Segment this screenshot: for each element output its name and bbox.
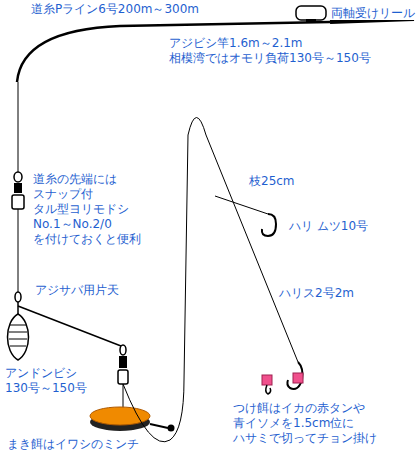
basket-weight: [168, 425, 175, 432]
annotation-label: No.1～No.2/0: [32, 217, 113, 231]
annotation-label: 道糸の先端には: [32, 172, 118, 186]
annotation-label: を付けておくと便利: [32, 232, 142, 246]
annotation-label: スナップ付: [32, 187, 94, 201]
annotation-label: ハサミで切ってチョン掛け: [232, 431, 378, 445]
tenbin-stem: [17, 302, 19, 314]
annotation-label: ハリ ムツ10号: [288, 219, 369, 233]
hook: [262, 214, 276, 236]
annotation-label: アジビシ竿1.6m～2.1m: [168, 36, 304, 50]
branch-line: [215, 196, 268, 214]
reel: [296, 6, 326, 20]
annotation-label: まき餌はイワシのミンチ: [6, 437, 140, 451]
annotation-label: アンドンビシ: [4, 366, 78, 380]
swivel-barrel: [14, 183, 22, 193]
reel-foot: [306, 19, 316, 23]
sinker: [8, 314, 29, 360]
annotation-label: タル型ヨリモドシ: [32, 202, 130, 216]
swivel-ring: [120, 345, 126, 355]
annotation-label: 道糸Pライン6号200m～300m: [30, 2, 200, 16]
swivel-barrel: [119, 356, 127, 368]
annotation-label: 相模湾ではオモリ負荷130号～150号: [168, 51, 372, 65]
hook-point: [266, 385, 271, 394]
tenbin-arm: [18, 306, 121, 346]
swivel-ring: [14, 172, 22, 182]
hook: [287, 362, 302, 389]
bait: [293, 373, 303, 383]
main-line: [18, 82, 19, 172]
main-line: [18, 209, 19, 292]
annotation-label: ハリス2号2m: [278, 286, 355, 300]
tenbin-eye: [15, 292, 21, 302]
bait: [262, 375, 272, 385]
annotation-label: アジサバ用片天: [34, 283, 120, 297]
snap: [118, 370, 128, 384]
basket-line: [123, 384, 124, 408]
annotation-label: つけ餌はイカの赤タンや: [232, 401, 366, 415]
annotation-label: 枝25cm: [248, 174, 296, 188]
annotation-label: 130号～150号: [4, 381, 88, 395]
harris-line: [123, 118, 298, 442]
annotation-label: 両軸受けリール: [330, 6, 416, 20]
basket-handle: [150, 424, 168, 428]
annotation-label: 青イソメを1.5cm位に: [232, 416, 355, 430]
snap: [12, 195, 24, 209]
sinker-stripes: [9, 325, 27, 346]
